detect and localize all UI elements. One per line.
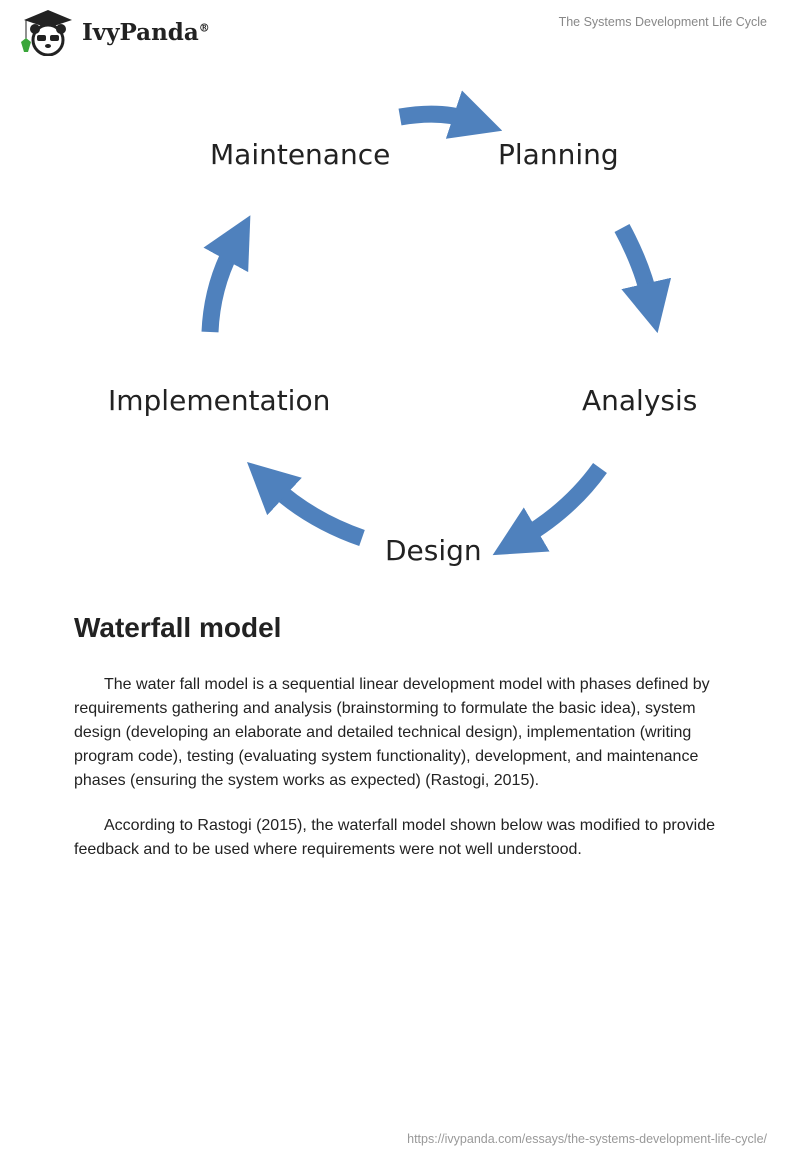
ivypanda-logo[interactable]: IvyPanda® xyxy=(18,8,210,56)
label-implementation: Implementation xyxy=(108,384,330,417)
label-analysis: Analysis xyxy=(582,384,697,417)
arrow-maintenance-to-planning xyxy=(398,90,503,139)
section-heading: Waterfall model xyxy=(74,612,282,643)
paragraph-2: According to Rastogi (2015), the waterfa… xyxy=(74,817,715,858)
label-planning: Planning xyxy=(498,138,619,171)
panda-logo-icon xyxy=(21,10,72,56)
arrow-implementation-to-maintenance xyxy=(201,215,251,333)
brand-name: IvyPanda xyxy=(82,18,199,46)
arrow-analysis-to-design xyxy=(492,463,607,556)
registered-mark: ® xyxy=(198,20,210,34)
source-url[interactable]: https://ivypanda.com/essays/the-systems-… xyxy=(407,1132,767,1146)
arrow-design-to-implementation xyxy=(246,461,365,547)
arrow-planning-to-analysis xyxy=(614,223,672,334)
label-maintenance: Maintenance xyxy=(210,138,390,171)
document-title: The Systems Development Life Cycle xyxy=(558,15,767,29)
paragraph-1: The water fall model is a sequential lin… xyxy=(74,676,710,789)
label-design: Design xyxy=(385,534,482,567)
sdlc-cycle-diagram: Maintenance Planning Analysis Design Imp… xyxy=(108,90,697,567)
